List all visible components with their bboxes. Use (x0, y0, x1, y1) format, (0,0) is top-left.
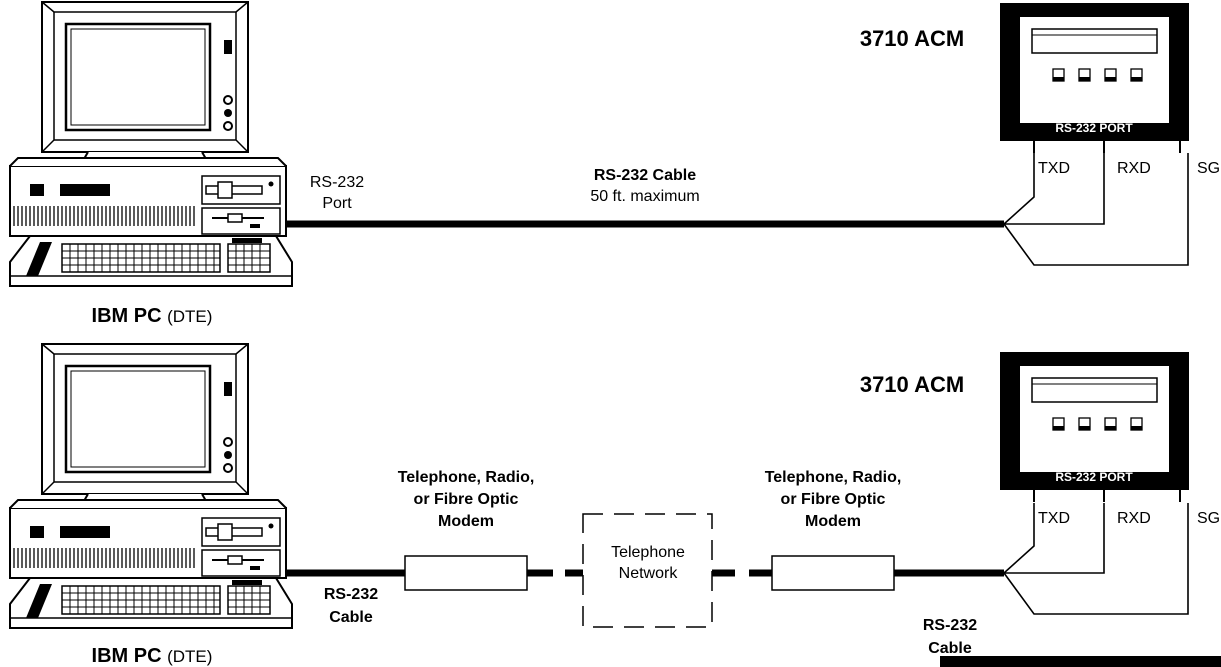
cable-left-label-line1: RS-232 (324, 586, 378, 603)
cable-wiring (1003, 153, 1189, 266)
cable-wiring-bottom (1003, 503, 1189, 615)
cable-right-label-line2: Cable (928, 640, 972, 657)
ibm-pc-icon (8, 0, 294, 288)
cable-subtitle: 50 ft. maximum (590, 188, 699, 205)
modem-left-label-line3: Modem (438, 513, 494, 530)
acm-title-top: 3710 ACM (860, 26, 964, 51)
signal-sg-bottom: SG (1197, 510, 1220, 527)
cable-right-label-line1: RS-232 (923, 617, 977, 634)
signal-rxd-bottom: RXD (1117, 510, 1151, 527)
pc-port-label-line1: RS-232 (310, 174, 364, 191)
pc-port-label-line2: Port (322, 195, 352, 212)
pc-label-top: IBM PC (DTE) (92, 305, 213, 327)
signal-rxd-top: RXD (1117, 160, 1151, 177)
modem-left-label-line1: Telephone, Radio, (398, 469, 535, 486)
telephone-network-box (582, 513, 713, 628)
modem-right (771, 555, 895, 591)
bottom-section: IBM PC (DTE) RS-232 Cable Telephone, Rad… (8, 342, 1221, 667)
modem-right-label-line1: Telephone, Radio, (765, 469, 902, 486)
signal-txd-top: TXD (1038, 160, 1070, 177)
network-label-line1: Telephone (611, 544, 685, 561)
signal-sg-top: SG (1197, 160, 1220, 177)
modem-left (404, 555, 528, 591)
acm-port-label-top: RS-232 PORT (1055, 121, 1133, 135)
modem-right-label-line2: or Fibre Optic (781, 491, 886, 508)
footer-bar (940, 656, 1221, 667)
modem-right-label-line3: Modem (805, 513, 861, 530)
network-label-line2: Network (619, 565, 679, 582)
signal-txd-bottom: TXD (1038, 510, 1070, 527)
cable-title: RS-232 Cable (594, 167, 696, 184)
pc-label-bottom: IBM PC (DTE) (92, 645, 213, 667)
ibm-pc-icon (8, 342, 294, 630)
modem-left-label-line2: or Fibre Optic (414, 491, 519, 508)
acm-title-bottom: 3710 ACM (860, 372, 964, 397)
top-section: IBM PC (DTE) RS-232 Port RS-232 Cable 50… (8, 0, 1220, 327)
acm-port-label-bottom: RS-232 PORT (1055, 470, 1133, 484)
cable-left-label-line2: Cable (329, 609, 373, 626)
